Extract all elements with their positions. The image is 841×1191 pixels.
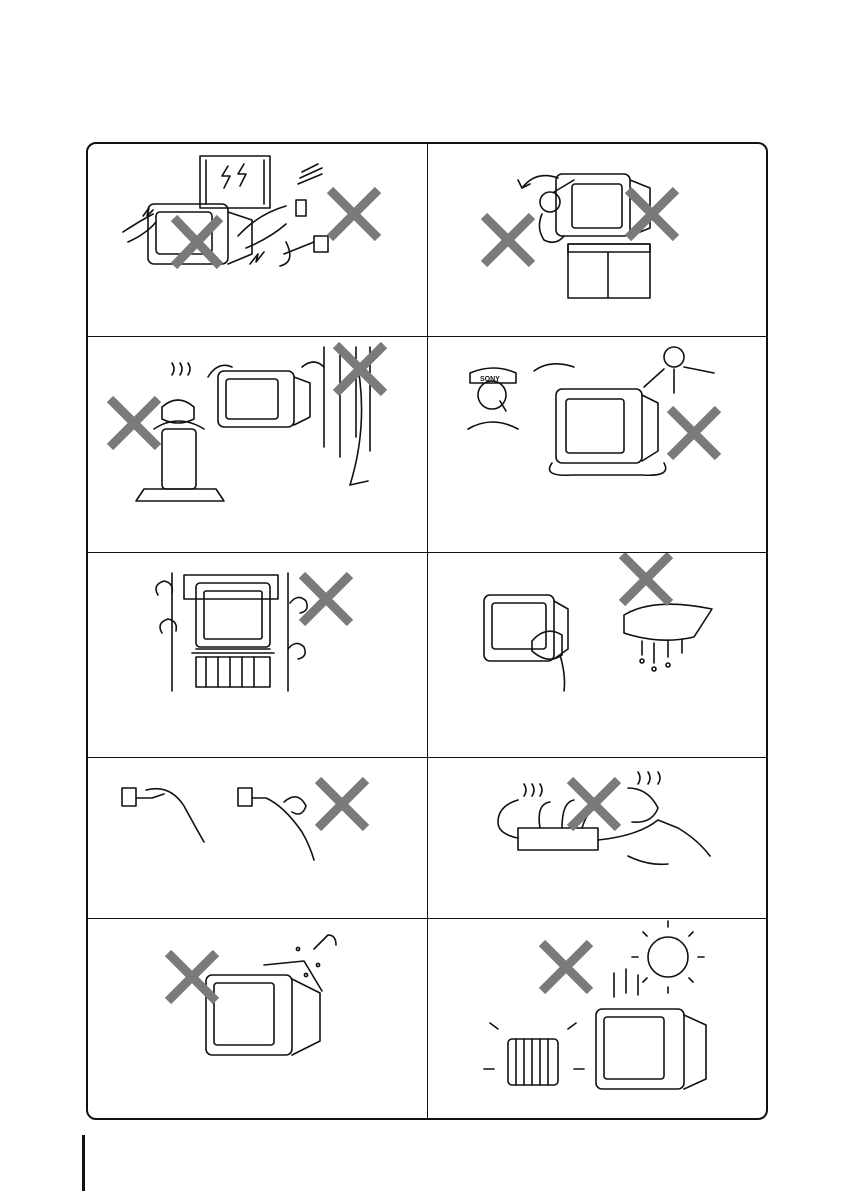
cap-brand-text: SONY xyxy=(480,376,500,383)
objects-in-vents-icon xyxy=(88,919,427,1120)
prohibited-mark xyxy=(174,190,378,266)
page-gutter-bar xyxy=(82,1135,85,1191)
panel-ventilation-enclosed xyxy=(88,553,427,757)
panel-wet-cloth-cleaning xyxy=(428,553,768,757)
ventilation-icon xyxy=(88,553,427,757)
panel-overloaded-outlet xyxy=(428,758,768,918)
panel-liquid-spill-service: SONY xyxy=(428,337,768,552)
liquid-spill-icon: SONY xyxy=(428,337,768,552)
prohibited-mark xyxy=(484,190,676,264)
prohibited-mark xyxy=(168,953,216,1001)
wet-cloth-icon xyxy=(428,553,768,757)
panel-pull-cord-plug xyxy=(88,758,427,918)
panel-objects-in-vents xyxy=(88,919,427,1120)
panel-heat-steam-curtains xyxy=(88,337,427,552)
heater-steam-icon xyxy=(88,337,427,552)
sun-heat-icon xyxy=(428,919,768,1120)
power-plug-icon xyxy=(88,758,427,918)
child-climbing-icon xyxy=(428,144,768,336)
overloaded-outlet-icon xyxy=(428,758,768,918)
prohibited-mark xyxy=(542,943,590,991)
prohibited-mark xyxy=(302,575,350,623)
panel-lightning-antenna xyxy=(88,144,427,336)
prohibited-mark xyxy=(110,345,384,447)
prohibited-mark xyxy=(622,555,670,603)
safety-illustration-grid: SONY xyxy=(86,142,768,1120)
panel-child-climbing-tv xyxy=(428,144,768,336)
prohibited-mark xyxy=(670,409,718,457)
lightning-tv-icon xyxy=(88,144,427,336)
prohibited-mark xyxy=(318,780,366,828)
panel-sun-radiator-heat xyxy=(428,919,768,1120)
prohibited-mark xyxy=(570,780,618,828)
